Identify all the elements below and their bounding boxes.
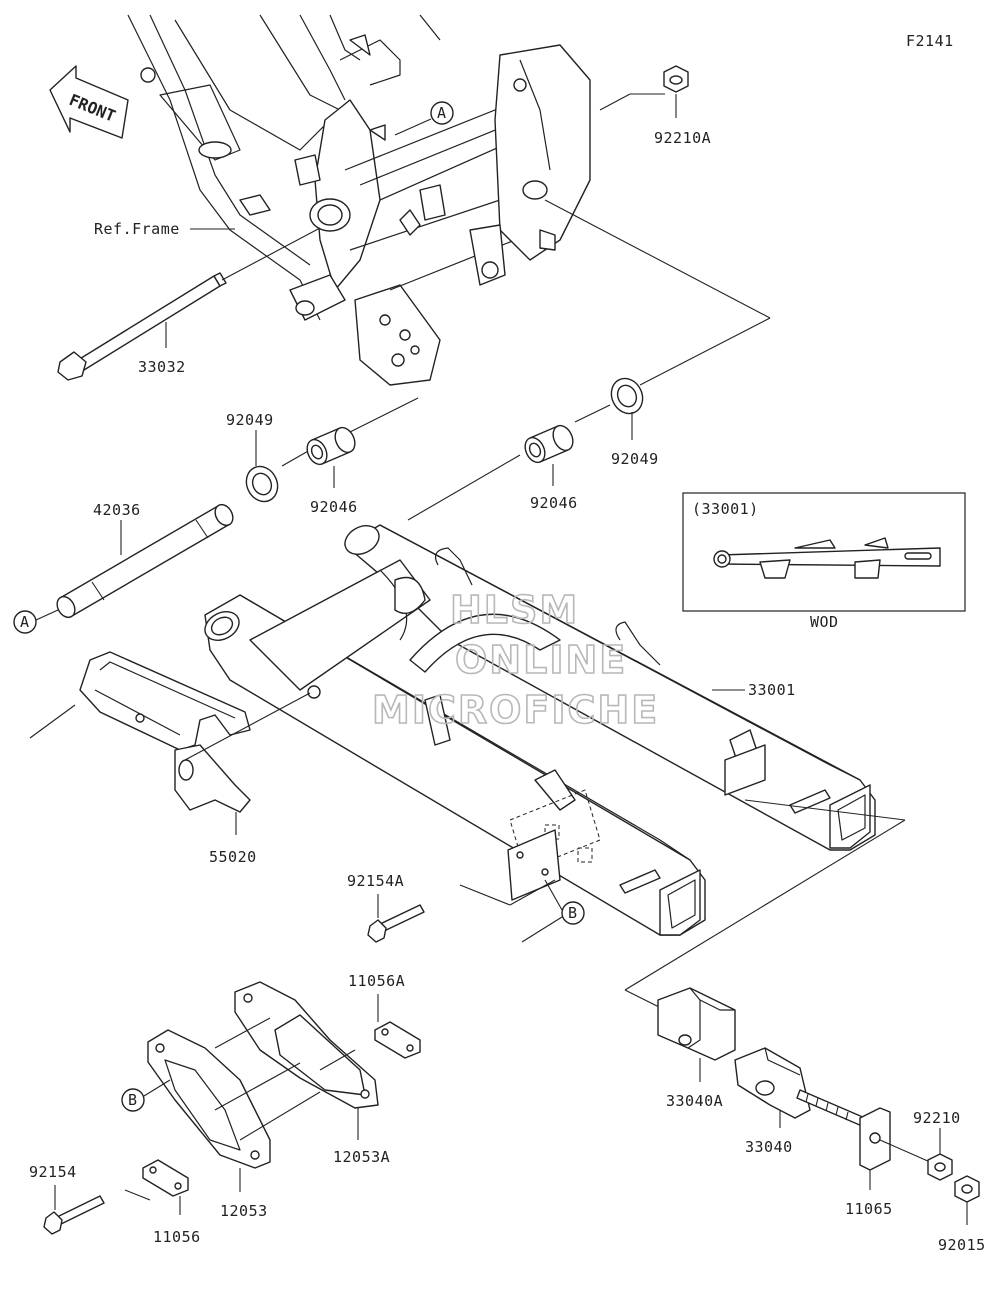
frame-illustration bbox=[127, 14, 591, 386]
label-33040: 33040 bbox=[745, 1138, 793, 1156]
part-92210A-nut bbox=[663, 65, 689, 93]
front-direction-arrow: FRONT bbox=[49, 65, 129, 139]
watermark-line-2: ONLINE bbox=[455, 638, 627, 682]
part-33001-swingarm bbox=[204, 524, 876, 936]
part-42036-collar bbox=[56, 503, 234, 619]
callout-b-lower bbox=[121, 1088, 145, 1112]
label-92049-right: 92049 bbox=[611, 450, 659, 468]
part-11056-plate bbox=[142, 1159, 189, 1197]
label-11056: 11056 bbox=[153, 1228, 201, 1246]
part-92049-right-seal bbox=[610, 377, 644, 415]
label-92210A: 92210A bbox=[654, 129, 711, 147]
callout-a-left bbox=[13, 610, 37, 634]
part-92154-bolt bbox=[43, 1195, 105, 1235]
part-92015-nut bbox=[954, 1175, 980, 1203]
label-11065: 11065 bbox=[845, 1200, 893, 1218]
callout-a-top-letter: A bbox=[437, 104, 447, 122]
label-12053A: 12053A bbox=[333, 1148, 390, 1166]
label-92046-right: 92046 bbox=[530, 494, 578, 512]
part-33040-adjuster bbox=[734, 1047, 811, 1119]
label-92210: 92210 bbox=[913, 1109, 961, 1127]
part-92046-left-bearing bbox=[306, 426, 356, 466]
watermark: HLSM ONLINE MICROFICHE bbox=[371, 587, 659, 733]
part-11065-plate bbox=[859, 1107, 891, 1171]
label-12053: 12053 bbox=[220, 1202, 268, 1220]
label-33001: 33001 bbox=[748, 681, 796, 699]
label-55020: 55020 bbox=[209, 848, 257, 866]
label-92154A: 92154A bbox=[347, 872, 404, 890]
callout-a-left-letter: A bbox=[20, 613, 30, 631]
inset-33001-wod: (33001) bbox=[682, 492, 966, 612]
label-33032: 33032 bbox=[138, 358, 186, 376]
part-33040A-block bbox=[657, 987, 736, 1061]
inset-footer: WOD bbox=[810, 613, 839, 631]
label-11056A: 11056A bbox=[348, 972, 405, 990]
label-92049-left: 92049 bbox=[226, 411, 274, 429]
part-92046-right-bearing bbox=[524, 424, 574, 464]
part-92210-nut bbox=[927, 1153, 953, 1181]
part-92154A-bolt bbox=[367, 904, 425, 943]
label-92046-left: 92046 bbox=[310, 498, 358, 516]
label-92154: 92154 bbox=[29, 1163, 77, 1181]
watermark-line-3: MICROFICHE bbox=[372, 688, 659, 732]
callout-b-lower-letter: B bbox=[128, 1091, 138, 1109]
callout-a-top bbox=[430, 101, 454, 125]
part-11056A-plate bbox=[374, 1021, 421, 1059]
inset-header: (33001) bbox=[692, 500, 759, 518]
part-12053A-chain-guide bbox=[234, 981, 379, 1109]
callout-b-center bbox=[561, 901, 585, 925]
part-92049-left-seal bbox=[245, 465, 279, 503]
part-12053-chain-guide bbox=[147, 1029, 271, 1169]
figure-code: F2141 bbox=[906, 32, 954, 50]
label-92015: 92015 bbox=[938, 1236, 986, 1254]
label-42036: 42036 bbox=[93, 501, 141, 519]
label-33040A: 33040A bbox=[666, 1092, 723, 1110]
part-55020-chain-slider bbox=[79, 651, 251, 813]
watermark-line-1: HLSM bbox=[450, 588, 579, 632]
ref-frame-label: Ref.Frame bbox=[94, 220, 180, 238]
part-33032-pivot-shaft bbox=[57, 272, 227, 381]
callout-b-center-letter: B bbox=[568, 904, 578, 922]
